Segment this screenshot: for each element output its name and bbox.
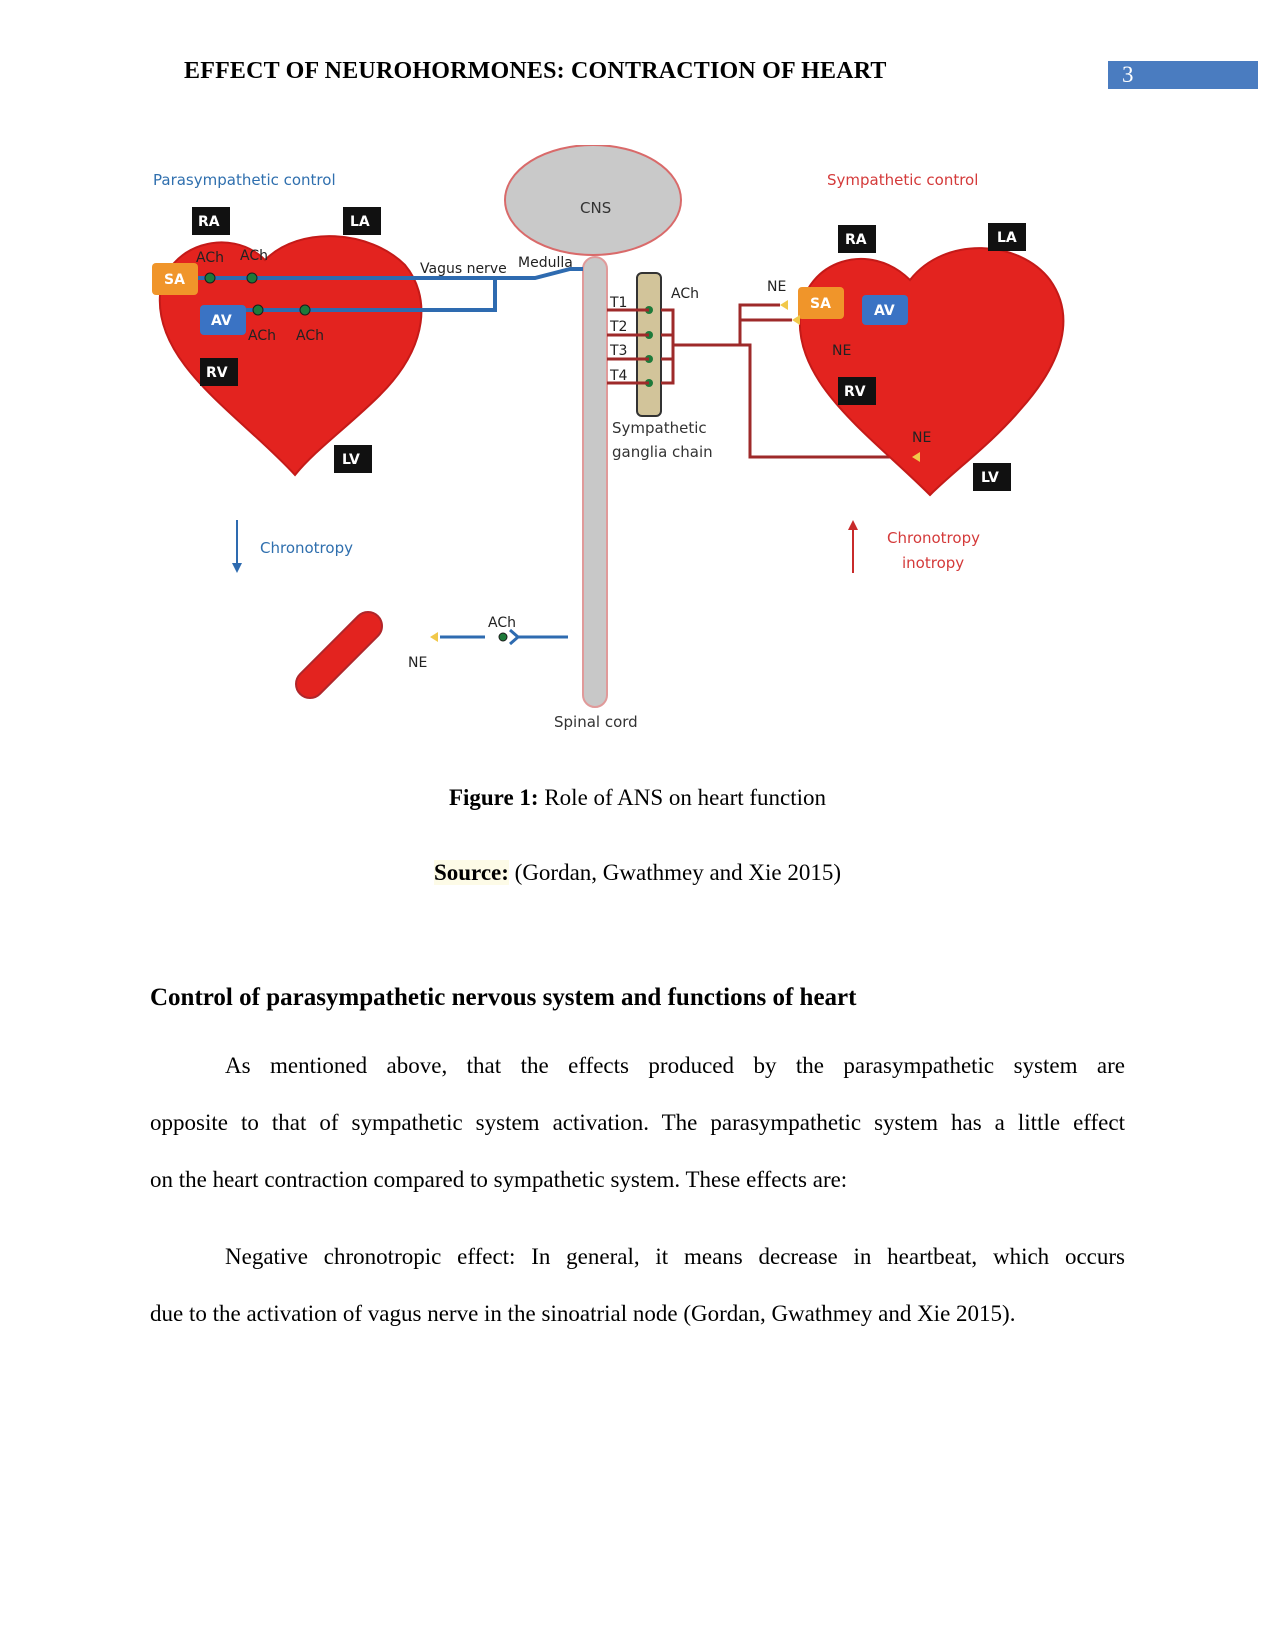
right-ra-tag: RA bbox=[845, 232, 867, 248]
spinal-cord-label: Spinal cord bbox=[554, 713, 638, 731]
figure-source-label: Source: bbox=[433, 860, 509, 885]
left-la-tag: LA bbox=[350, 214, 370, 230]
ganglia-chain bbox=[636, 272, 662, 417]
left-chronotropy-label: Chronotropy bbox=[260, 539, 353, 557]
medulla-label: Medulla bbox=[518, 255, 573, 271]
paragraph-2: Negative chronotropic effect: In general… bbox=[150, 1228, 1125, 1342]
figure-source-text: (Gordan, Gwathmey and Xie 2015) bbox=[508, 860, 842, 885]
left-ra-tag: RA bbox=[198, 214, 220, 230]
vessel-ach-label: ACh bbox=[488, 615, 516, 631]
parasympathetic-control-label: Parasympathetic control bbox=[153, 171, 336, 189]
ne-label-2: NE bbox=[832, 343, 851, 359]
section-heading: Control of parasympathetic nervous syste… bbox=[150, 984, 857, 1011]
ach-label-4: ACh bbox=[296, 328, 324, 344]
running-header: EFFECT OF NEUROHORMONES: CONTRACTION OF … bbox=[184, 58, 887, 84]
left-heart bbox=[158, 235, 423, 477]
right-inotropy-label: inotropy bbox=[902, 554, 964, 572]
left-rv-tag: RV bbox=[206, 365, 228, 381]
sympathetic-control-label: Sympathetic control bbox=[827, 171, 978, 189]
spinal-cord bbox=[582, 256, 608, 708]
blood-vessel bbox=[295, 611, 383, 699]
ganglia-ach-label: ACh bbox=[671, 286, 699, 302]
paragraph-1-line-3: on the heart contraction compared to sym… bbox=[150, 1167, 848, 1192]
figure-caption: Figure 1: Role of ANS on heart function bbox=[0, 785, 1275, 811]
right-av-node: AV bbox=[874, 303, 895, 319]
paragraph-2-line-2: due to the activation of vagus nerve in … bbox=[150, 1301, 1016, 1326]
cns-label: CNS bbox=[580, 199, 611, 217]
t3-label: T3 bbox=[609, 343, 627, 359]
ganglia-label-line2: ganglia chain bbox=[612, 443, 713, 461]
paragraph-2-line-1: Negative chronotropic effect: In general… bbox=[225, 1244, 1125, 1269]
paragraph-1-line-1: As mentioned above, that the effects pro… bbox=[225, 1053, 1125, 1078]
page-number: 3 bbox=[1122, 62, 1134, 87]
ganglia-label-line1: Sympathetic bbox=[612, 419, 707, 437]
ach-label-2: ACh bbox=[240, 248, 268, 264]
t4-label: T4 bbox=[609, 368, 628, 384]
ach-label-1: ACh bbox=[196, 250, 224, 266]
figure-caption-label: Figure 1: bbox=[448, 785, 539, 810]
ne-label-1: NE bbox=[767, 279, 786, 295]
left-lv-tag: LV bbox=[342, 452, 360, 468]
figure-caption-text: Role of ANS on heart function bbox=[538, 785, 827, 810]
vessel-ne-label: NE bbox=[408, 655, 427, 671]
ne-label-3: NE bbox=[912, 430, 931, 446]
vagus-nerve-label: Vagus nerve bbox=[420, 261, 507, 277]
right-sa-node: SA bbox=[810, 296, 831, 312]
t1-label: T1 bbox=[609, 295, 627, 311]
left-sa-node: SA bbox=[164, 272, 185, 288]
right-rv-tag: RV bbox=[844, 384, 866, 400]
page-number-badge: 3 bbox=[1108, 61, 1258, 89]
paragraph-1-line-2: opposite to that of sympathetic system a… bbox=[150, 1110, 1125, 1135]
right-chronotropy-label: Chronotropy bbox=[887, 529, 980, 547]
right-lv-tag: LV bbox=[981, 470, 999, 486]
figure-source: Source: (Gordan, Gwathmey and Xie 2015) bbox=[0, 860, 1275, 886]
ans-heart-figure: CNS Medulla Spinal cord Parasympathetic … bbox=[140, 145, 1140, 785]
ach-label-3: ACh bbox=[248, 328, 276, 344]
cns-shape bbox=[504, 145, 682, 256]
right-la-tag: LA bbox=[997, 230, 1017, 246]
paragraph-1: As mentioned above, that the effects pro… bbox=[150, 1037, 1125, 1208]
t2-label: T2 bbox=[609, 319, 627, 335]
left-av-node: AV bbox=[211, 313, 232, 329]
